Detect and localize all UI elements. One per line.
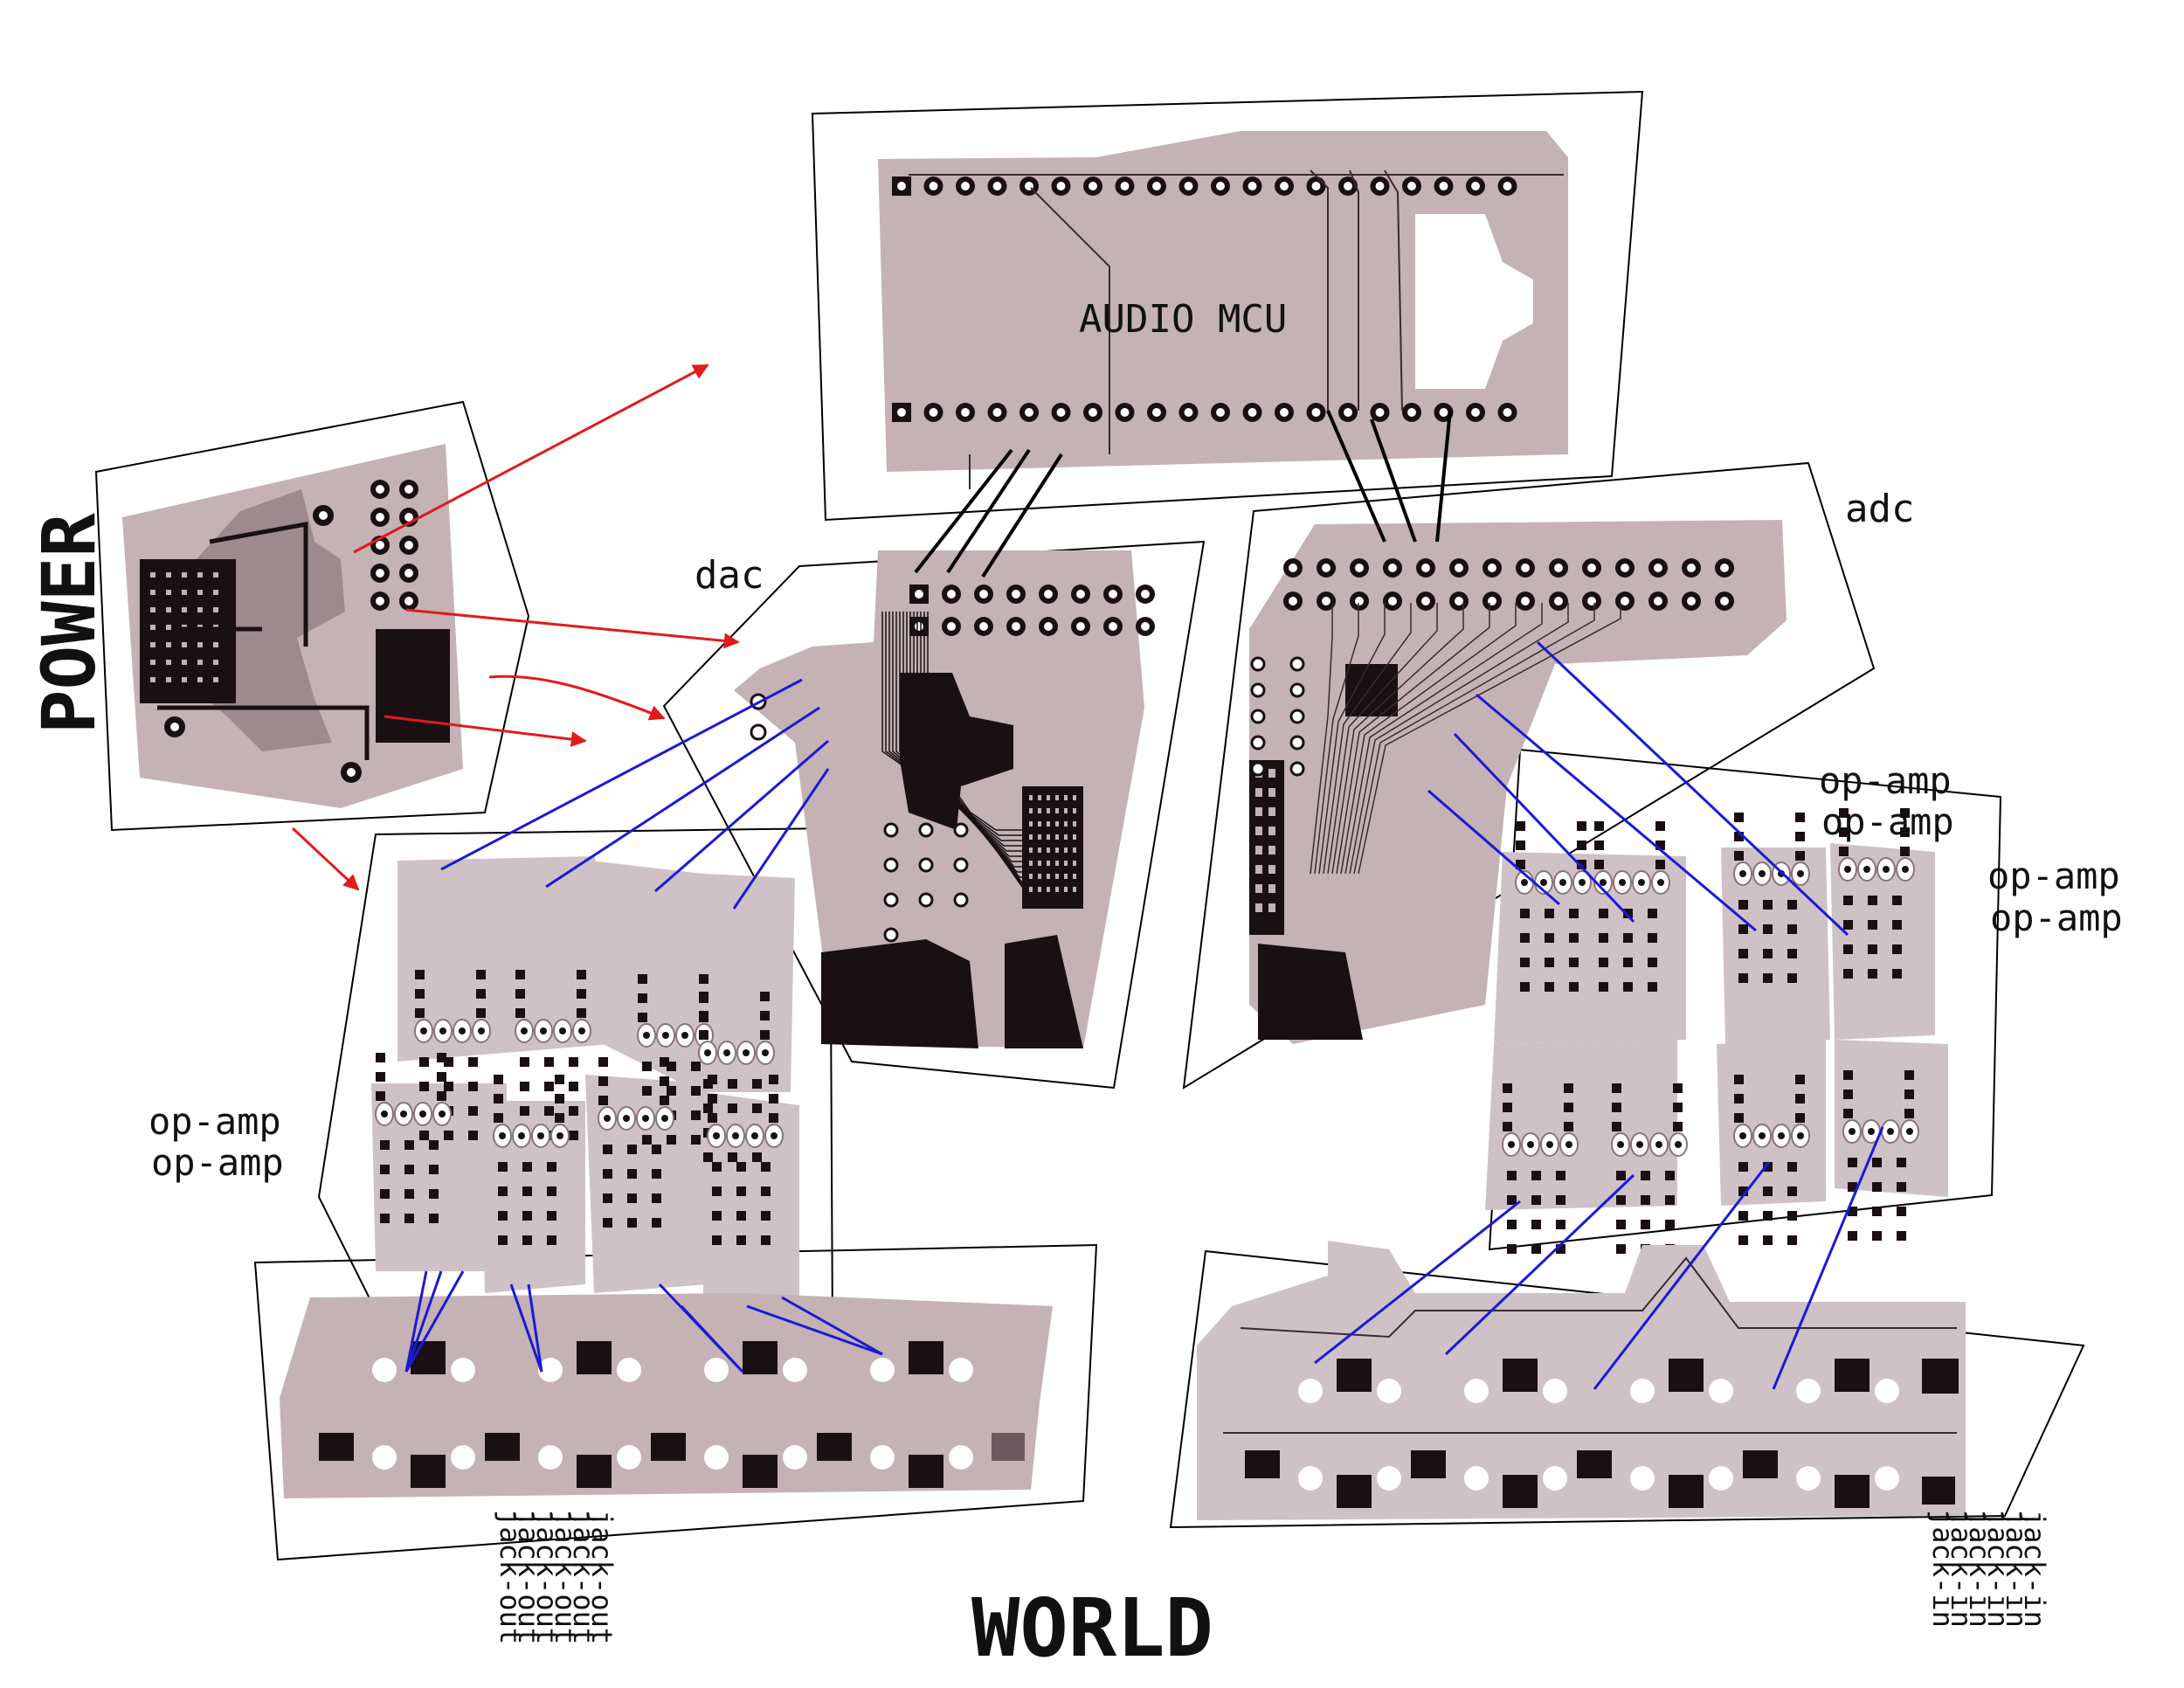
jack-in-labels: jack-injack-injack-injack-injack-injack-… [1926,1510,2051,1628]
jack-in-label-3: jack-in [1981,1510,2015,1628]
adc-label: adc [1845,487,1914,531]
adc-outline [1182,461,1876,1090]
opamp-label-5: op-amp [149,1100,281,1143]
audio-mcu-label: AUDIO MCU [1079,297,1287,342]
jack-in-label-2: jack-in [2000,1510,2033,1628]
audio-mcu-outline [811,90,1644,522]
jack-out-label-4: jack-out [530,1510,563,1644]
jack-out-labels: jack-outjack-outjack-outjack-outjack-out… [494,1510,619,1644]
opamp-label-3: op-amp [1987,854,2120,897]
opamp-right-boards [1485,808,1948,1254]
jack-out-outline [253,1243,1098,1561]
jack-out-label-6: jack-out [494,1510,527,1644]
dac-header-pins [883,585,1155,943]
power-label: POWER [26,513,112,734]
dac-label: dac [695,553,764,598]
dac-outline [662,540,1206,1090]
jack-out-label-3: jack-out [549,1510,582,1644]
jack-in-label-4: jack-in [1963,1510,1996,1628]
opamp-label-1: op-amp [1819,759,1952,802]
opamp-left-boards [371,856,799,1302]
adc-board [1249,520,1787,1044]
opamp-label-2: op-amp [1821,800,1954,843]
power-arrows [291,363,740,891]
opamp-label-4: op-amp [1990,896,2123,939]
jack-in-label-1: jack-in [2018,1510,2051,1628]
mcu-pin-row-top [892,176,1517,196]
signal-wires [404,640,1884,1390]
power-outline [94,400,530,832]
adc-header-pins [1250,558,1734,912]
jack-in-label-5: jack-in [1945,1510,1978,1628]
jack-in-board [1197,1241,1966,1520]
mcu-pin-row-bottom [892,403,1517,422]
audio-mcu-board [878,131,1568,489]
jack-in-label-6: jack-in [1926,1510,1959,1628]
mcu-wires [914,410,1452,578]
jack-out-label-2: jack-out [567,1510,600,1644]
opamp-label-6: op-amp [151,1141,284,1184]
jack-out-label-5: jack-out [512,1510,545,1644]
world-label: WORLD [971,1581,1213,1675]
jack-out-board [280,1293,1053,1498]
power-board [122,444,463,808]
jack-out-label-1: jack-out [585,1510,619,1644]
dac-board [734,550,1155,1048]
